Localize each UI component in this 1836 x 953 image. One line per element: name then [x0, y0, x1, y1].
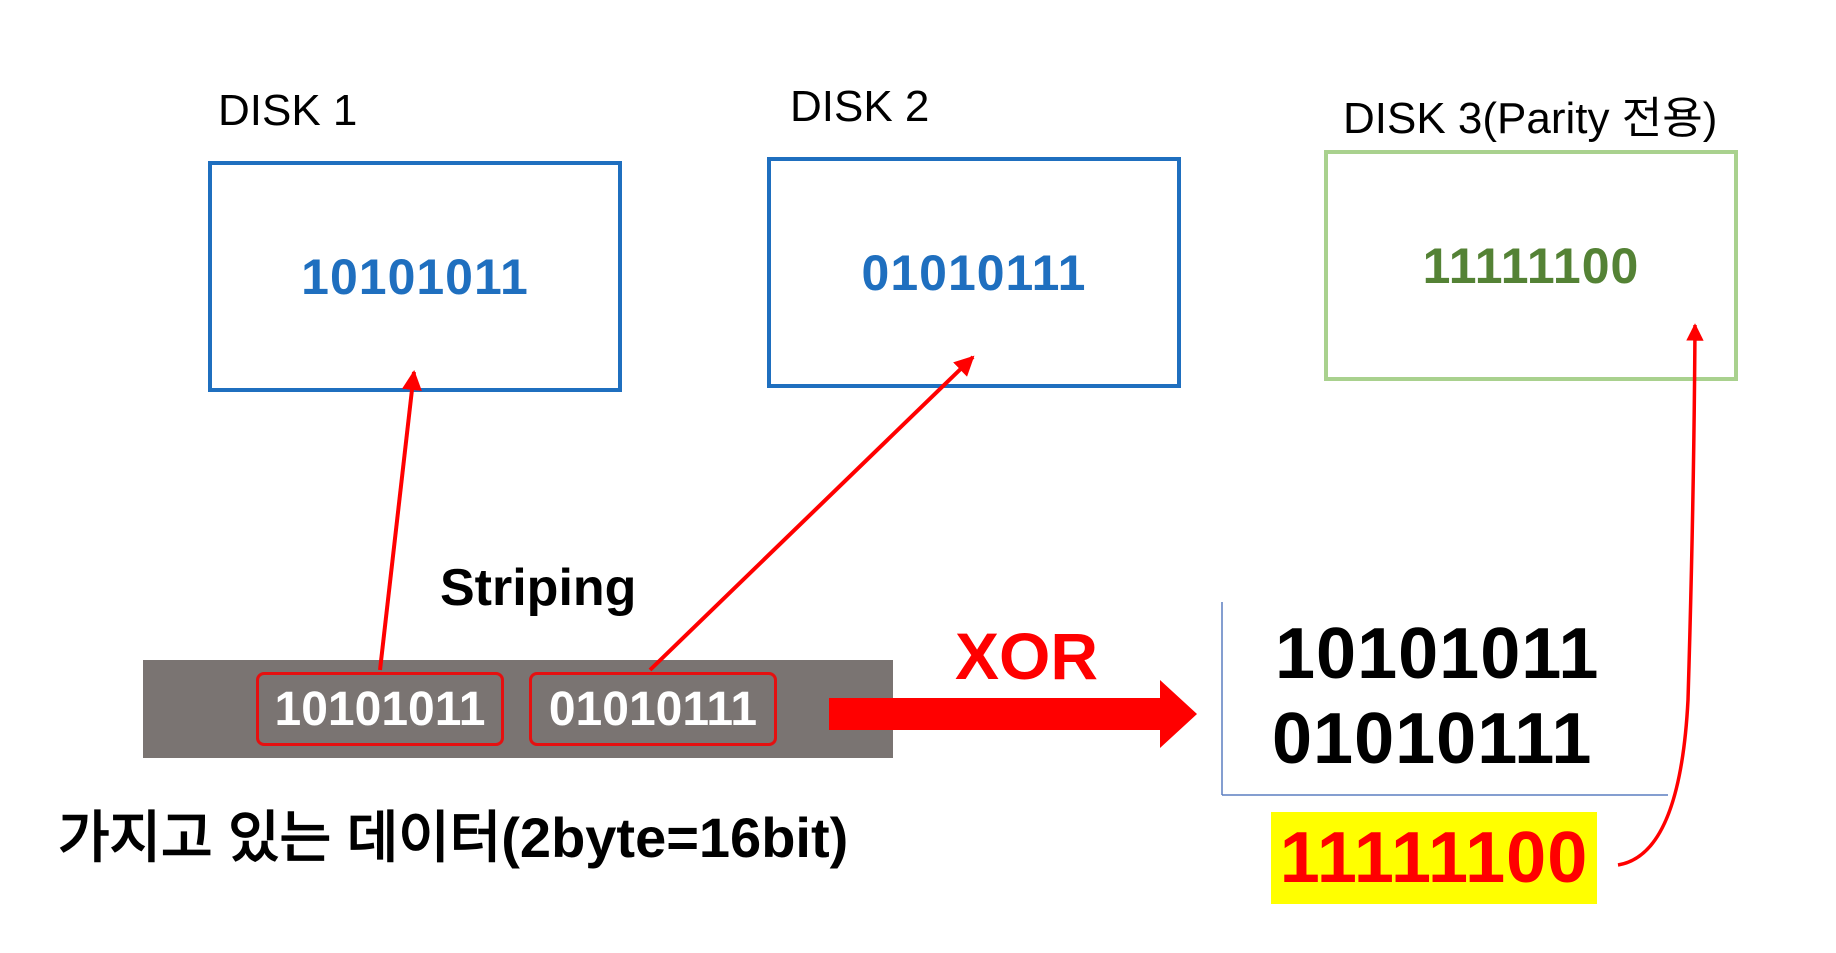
- disk-3-parity-box: 11111100: [1324, 150, 1738, 381]
- disk-2-value: 01010111: [861, 244, 1087, 301]
- disk-3-value: 11111100: [1422, 237, 1640, 294]
- disk-3-title: DISK 3(Parity 전용): [1343, 94, 1718, 143]
- data-bar: [143, 660, 893, 758]
- disk-2-box: 01010111: [767, 157, 1181, 388]
- data-caption: 가지고 있는 데이터(2byte=16bit): [58, 806, 849, 869]
- xor-operand-2: 01010111: [1272, 699, 1593, 779]
- xor-label: XOR: [955, 619, 1099, 693]
- disk-2-title: DISK 2: [790, 82, 930, 131]
- disk-1-value: 10101011: [301, 248, 529, 305]
- striping-arrow-disk-2: [648, 355, 975, 672]
- data-chunk-2: 01010111: [529, 672, 777, 746]
- xor-arrow: [829, 680, 1197, 748]
- striping-label: Striping: [440, 559, 637, 617]
- disk-1-title: DISK 1: [218, 86, 358, 135]
- xor-result: 11111100: [1271, 812, 1597, 904]
- data-chunk-1: 10101011: [256, 672, 504, 746]
- striping-arrow-disk-1: [378, 370, 422, 671]
- parity-arrow: [1617, 323, 1704, 867]
- xor-operand-1: 10101011: [1275, 614, 1600, 694]
